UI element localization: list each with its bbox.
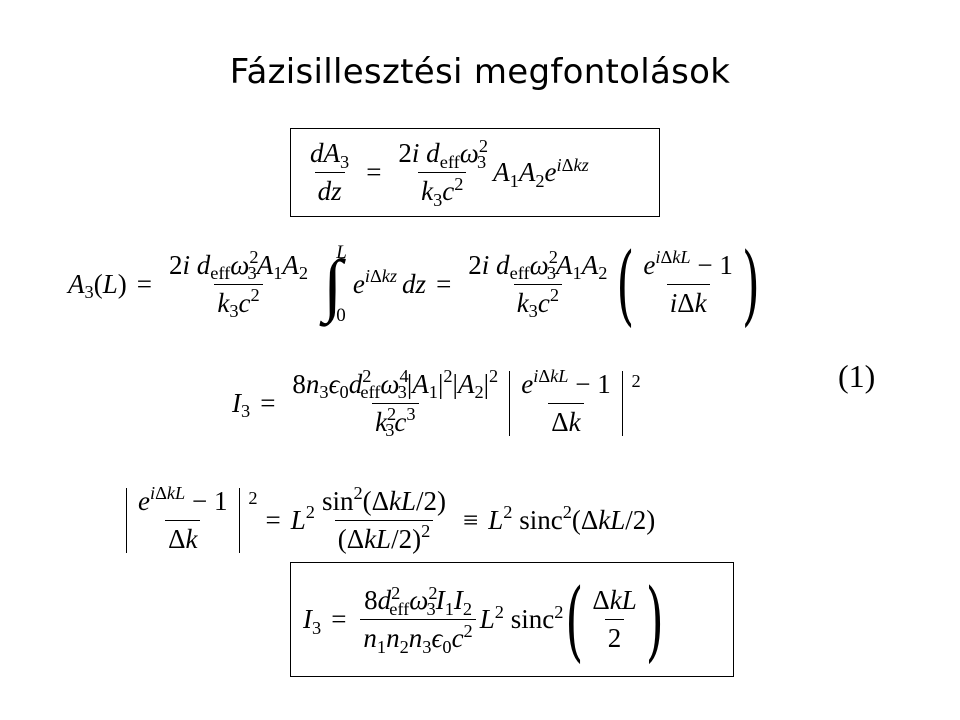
final-right-paren: ) [645,568,664,671]
intensity-coefficient-fraction: 8n3ϵ0d2effω43|A1|2|A2|2 k23c3 [292,366,499,440]
lhs-derivative-fraction: dA3 dz [310,138,350,206]
identity-abs-value: eiΔkL − 1 Δk 2 [122,484,258,553]
equation-number: (1) [838,358,876,394]
identity-sinc-result: L2 sinc2(ΔkL/2) [488,502,656,535]
final-intensity-equation: I3 = 8d2effω23I1I2 n1n2n3ϵ0c2 L2 sinc2 (… [290,562,734,677]
integral-sign: ∫ L 0 [323,242,347,326]
intensity-abs-value: eiΔkL − 1 Δk 2 [505,367,641,436]
integral-upper-limit: L [336,242,347,263]
final-left-paren: ( [565,568,584,671]
slide-title: Fázisillesztési megfontolások [229,52,731,92]
identity-l-squared: L2 [290,502,315,535]
left-paren: ( [616,232,635,336]
final-coefficient-fraction: 8d2effω23I1I2 n1n2n3ϵ0c2 [360,584,476,656]
coupled-wave-equation: dA3 dz = 2i deffω23 k3c2 A1A2eiΔkz [290,128,660,217]
rhs-coefficient-fraction: 2i deffω23 k3c2 [398,135,488,210]
identity-sinc-fraction: sin2(ΔkL/2) (ΔkL/2)2 [321,483,447,554]
integral-lower-limit: 0 [336,305,346,326]
intensity-equation: I3 = 8n3ϵ0d2effω43|A1|2|A2|2 k23c3 eiΔkL… [232,366,641,440]
amplitude-lhs: A3(L) [68,268,127,302]
amplitude-paren-fraction: eiΔkL − 1 iΔk [643,247,733,318]
rhs-amplitude-product: A1A2eiΔkz [493,154,589,191]
intensity-lhs: I3 [232,387,251,421]
amplitude-result-coefficient: 2i deffω23A1A2 k3c2 [468,247,608,321]
final-sinc-term: L2 sinc2 [479,601,564,634]
final-lhs: I3 [303,604,322,638]
final-argument-fraction: ΔkL 2 [592,585,637,653]
sinc-identity-equation: eiΔkL − 1 Δk 2 = L2 sin2(ΔkL/2) (ΔkL/2)2… [122,477,655,563]
amplitude-coefficient-fraction: 2i deffω23A1A2 k3c2 [168,247,309,321]
right-paren: ) [741,232,760,336]
